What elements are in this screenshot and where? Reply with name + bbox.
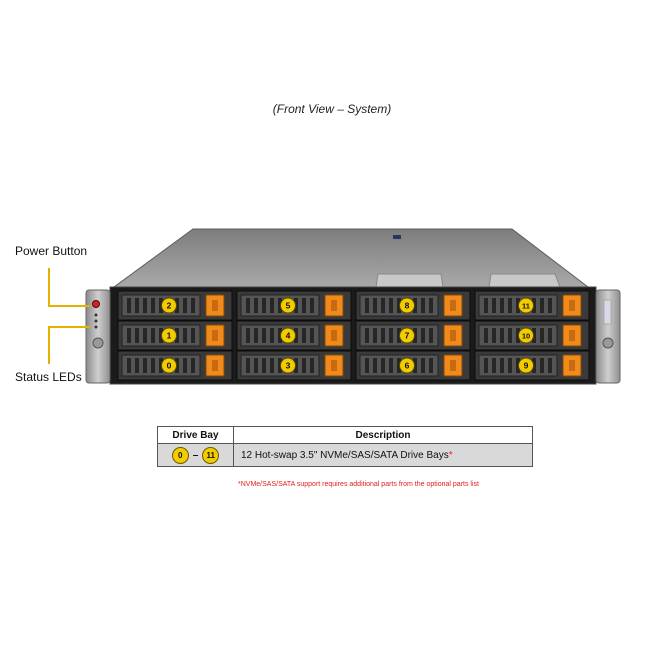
bay-number-badge <box>518 357 534 374</box>
bay-number: 3 <box>286 361 291 371</box>
table-row: 0–11 12 Hot-swap 3.5" NVMe/SAS/SATA Driv… <box>157 443 533 467</box>
header-drive-bay: Drive Bay <box>157 426 234 444</box>
drive-bay-10[interactable]: 10 <box>474 320 590 351</box>
drive-bay-5[interactable]: 5 <box>236 290 352 321</box>
right-ear-screw <box>602 337 614 349</box>
drive-bay-table: Drive Bay Description 0–11 12 Hot-swap 3… <box>157 426 533 467</box>
table-header-row: Drive Bay Description <box>157 426 533 444</box>
bay-number: 10 <box>522 332 530 341</box>
bay-number-badge <box>399 297 415 314</box>
drive-bay-3[interactable]: 3 <box>236 350 352 381</box>
drive-bay-7[interactable]: 7 <box>355 320 471 351</box>
support-footnote: *NVMe/SAS/SATA support requires addition… <box>238 481 479 488</box>
drive-bay-4[interactable]: 4 <box>236 320 352 351</box>
bay-start-badge: 0 <box>171 446 189 464</box>
status-leds-label: Status LEDs <box>15 370 82 384</box>
bay-number: 6 <box>405 361 410 371</box>
bay-number-badge <box>280 357 296 374</box>
top-vent-1 <box>375 273 444 288</box>
bay-number-badge <box>280 327 296 344</box>
bay-number: 0 <box>167 361 172 371</box>
right-rack-ear <box>595 289 621 384</box>
drive-bay-11[interactable]: 11 <box>474 290 590 321</box>
power-button[interactable] <box>92 300 100 308</box>
drive-bay-description: 12 Hot-swap 3.5" NVMe/SAS/SATA Drive Bay… <box>241 449 449 461</box>
right-ear-logo <box>603 299 612 325</box>
drive-bay-description-cell: 12 Hot-swap 3.5" NVMe/SAS/SATA Drive Bay… <box>233 443 533 467</box>
left-ear-screw <box>92 337 104 349</box>
bay-end-badge: 11 <box>202 446 220 464</box>
header-description: Description <box>233 426 533 444</box>
bay-number-badge <box>399 357 415 374</box>
bay-number: 11 <box>522 302 530 311</box>
drive-bay-9[interactable]: 9 <box>474 350 590 381</box>
bay-number-badge <box>518 327 534 344</box>
bay-number: 4 <box>286 331 291 341</box>
bay-number: 5 <box>286 301 291 311</box>
bay-number-badge <box>399 327 415 344</box>
status-leds-callout <box>48 326 90 364</box>
drive-bay-8[interactable]: 8 <box>355 290 471 321</box>
bay-number-badge <box>161 297 177 314</box>
drive-bay-2[interactable]: 2 <box>117 290 233 321</box>
bay-number: 8 <box>405 301 410 311</box>
description-asterisk: * <box>448 449 453 461</box>
view-caption: (Front View – System) <box>272 102 392 116</box>
status-led-3 <box>94 325 98 329</box>
top-label-tag <box>393 235 401 239</box>
power-button-callout <box>48 268 90 307</box>
drive-bay-table-container: Drive Bay Description 0–11 12 Hot-swap 3… <box>157 426 533 467</box>
drive-bay-0[interactable]: 0 <box>117 350 233 381</box>
bay-number: 9 <box>524 361 529 371</box>
bay-number-badge <box>161 357 177 374</box>
drive-bay-range-cell: 0–11 <box>157 443 234 467</box>
status-led-2 <box>94 319 98 323</box>
status-led-1 <box>94 313 98 317</box>
top-vent-2 <box>488 273 561 288</box>
bay-number-badge <box>518 297 534 314</box>
drive-bay-1[interactable]: 1 <box>117 320 233 351</box>
bay-number: 7 <box>405 331 410 341</box>
left-rack-ear <box>85 289 111 384</box>
power-button-label: Power Button <box>15 244 88 258</box>
bay-number: 1 <box>167 331 172 341</box>
drive-bay-6[interactable]: 6 <box>355 350 471 381</box>
bay-number-badge <box>280 297 296 314</box>
bay-number: 2 <box>167 301 172 311</box>
bay-number-badge <box>161 327 177 344</box>
bay-range-dash: – <box>192 449 199 461</box>
